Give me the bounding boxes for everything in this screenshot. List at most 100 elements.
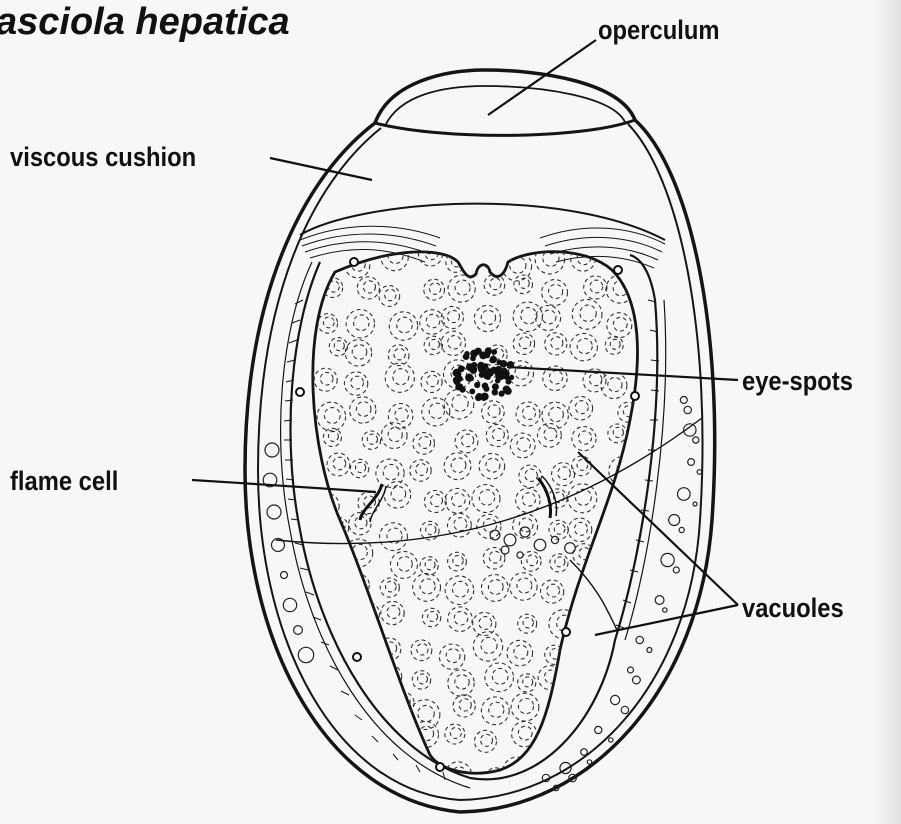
yolk-droplet	[679, 527, 684, 532]
cell-ring	[569, 630, 596, 657]
cell-ring	[321, 552, 349, 580]
cell-nucleus	[615, 582, 626, 593]
cell-ring	[317, 402, 346, 431]
cell-ring	[513, 333, 534, 354]
cell-nucleus	[447, 310, 459, 322]
cell-ring	[379, 286, 400, 307]
cell-nucleus	[448, 336, 461, 349]
eye-spot-granule	[500, 360, 508, 368]
cell-nucleus	[521, 308, 537, 324]
yolk-droplet	[633, 676, 641, 684]
cell-nucleus	[388, 764, 402, 778]
cell-ring	[316, 578, 335, 597]
eye-spot-granule	[490, 356, 497, 363]
yolk-droplet	[669, 515, 680, 526]
cell-ring	[411, 640, 432, 661]
cell-ring	[572, 606, 595, 629]
flame-cells	[360, 476, 556, 522]
cell-nucleus	[419, 436, 431, 448]
cell-nucleus	[293, 581, 309, 597]
cell-nucleus	[575, 401, 588, 414]
cell-nucleus	[554, 524, 565, 535]
cell-nucleus	[558, 467, 571, 480]
cell-ring	[485, 663, 514, 692]
cell-nucleus	[388, 428, 402, 442]
cell-ring	[568, 518, 592, 542]
cell-nucleus	[385, 289, 396, 300]
cell-nucleus	[489, 702, 504, 717]
cell-ring	[424, 279, 445, 300]
yolk-droplet	[697, 470, 702, 475]
cell-ring	[483, 250, 503, 270]
cell-nucleus	[489, 253, 500, 264]
eye-spot-granule	[495, 366, 502, 373]
cell-ring	[570, 333, 597, 360]
cell-nucleus	[455, 675, 469, 689]
cell-ring	[474, 305, 500, 331]
yolk-droplet	[501, 546, 509, 554]
yolk-droplet	[611, 695, 620, 704]
cell-nucleus	[367, 434, 377, 444]
cell-nucleus	[575, 489, 591, 505]
cell-nucleus	[328, 281, 339, 292]
cell-nucleus	[514, 645, 528, 659]
cell-ring	[350, 397, 376, 423]
cell-ring	[441, 306, 463, 328]
eye-spot-granule	[463, 353, 470, 360]
cell-nucleus	[300, 616, 311, 627]
cell-nucleus	[490, 278, 501, 289]
cell-nucleus	[455, 280, 470, 295]
cell-nucleus	[352, 345, 367, 360]
cell-ring	[444, 389, 474, 419]
cell-nucleus	[523, 618, 533, 628]
yolk-droplet	[265, 443, 279, 457]
cell-nucleus	[387, 606, 400, 619]
cell-ring	[314, 368, 337, 391]
cell-ring	[516, 488, 540, 512]
yolk-droplet	[688, 459, 695, 466]
cell-ring	[545, 333, 567, 355]
cell-ring	[324, 762, 344, 782]
cell-nucleus	[446, 649, 460, 663]
cell-ring	[424, 491, 446, 513]
cell-nucleus	[297, 367, 310, 380]
yolk-droplet	[693, 502, 697, 506]
cell-nucleus	[555, 557, 565, 567]
cell-ring	[439, 644, 464, 669]
cell-nucleus	[351, 376, 364, 389]
cell-nucleus	[391, 487, 406, 502]
eye-spot-granule	[474, 382, 480, 388]
cell-ring	[380, 523, 408, 551]
cell-nucleus	[551, 337, 563, 349]
cell-nucleus	[398, 557, 413, 572]
cell-ring	[344, 372, 367, 395]
cell-nucleus	[397, 317, 413, 333]
cell-nucleus	[525, 469, 537, 481]
cell-nucleus	[429, 403, 444, 418]
cell-ring	[385, 363, 414, 392]
scan-shadow	[871, 0, 901, 824]
cell-nucleus	[584, 736, 595, 747]
label-vacuoles: vacuoles	[742, 592, 844, 624]
eye-spot-granule	[470, 355, 476, 361]
yolk-droplet	[581, 749, 588, 756]
yolk-droplet	[663, 608, 667, 612]
cell-nucleus	[320, 372, 333, 385]
yolk-droplet	[661, 553, 674, 566]
cell-ring	[572, 299, 602, 329]
cell-ring	[513, 302, 542, 331]
eye-spot-granule	[481, 393, 489, 401]
label-operculum: operculum	[598, 14, 719, 46]
cell-ring	[516, 402, 540, 426]
cell-nucleus	[479, 617, 492, 630]
cell-nucleus	[576, 635, 591, 650]
cell-nucleus	[486, 458, 500, 472]
cell-nucleus	[324, 408, 340, 424]
yolk-droplet	[294, 626, 303, 635]
yolk-droplet	[680, 397, 687, 404]
cell-ring	[584, 276, 607, 299]
cell-nucleus	[328, 558, 344, 574]
yolk-droplet	[636, 636, 643, 643]
cell-nucleus	[294, 408, 308, 422]
embryo-cells	[282, 242, 641, 789]
